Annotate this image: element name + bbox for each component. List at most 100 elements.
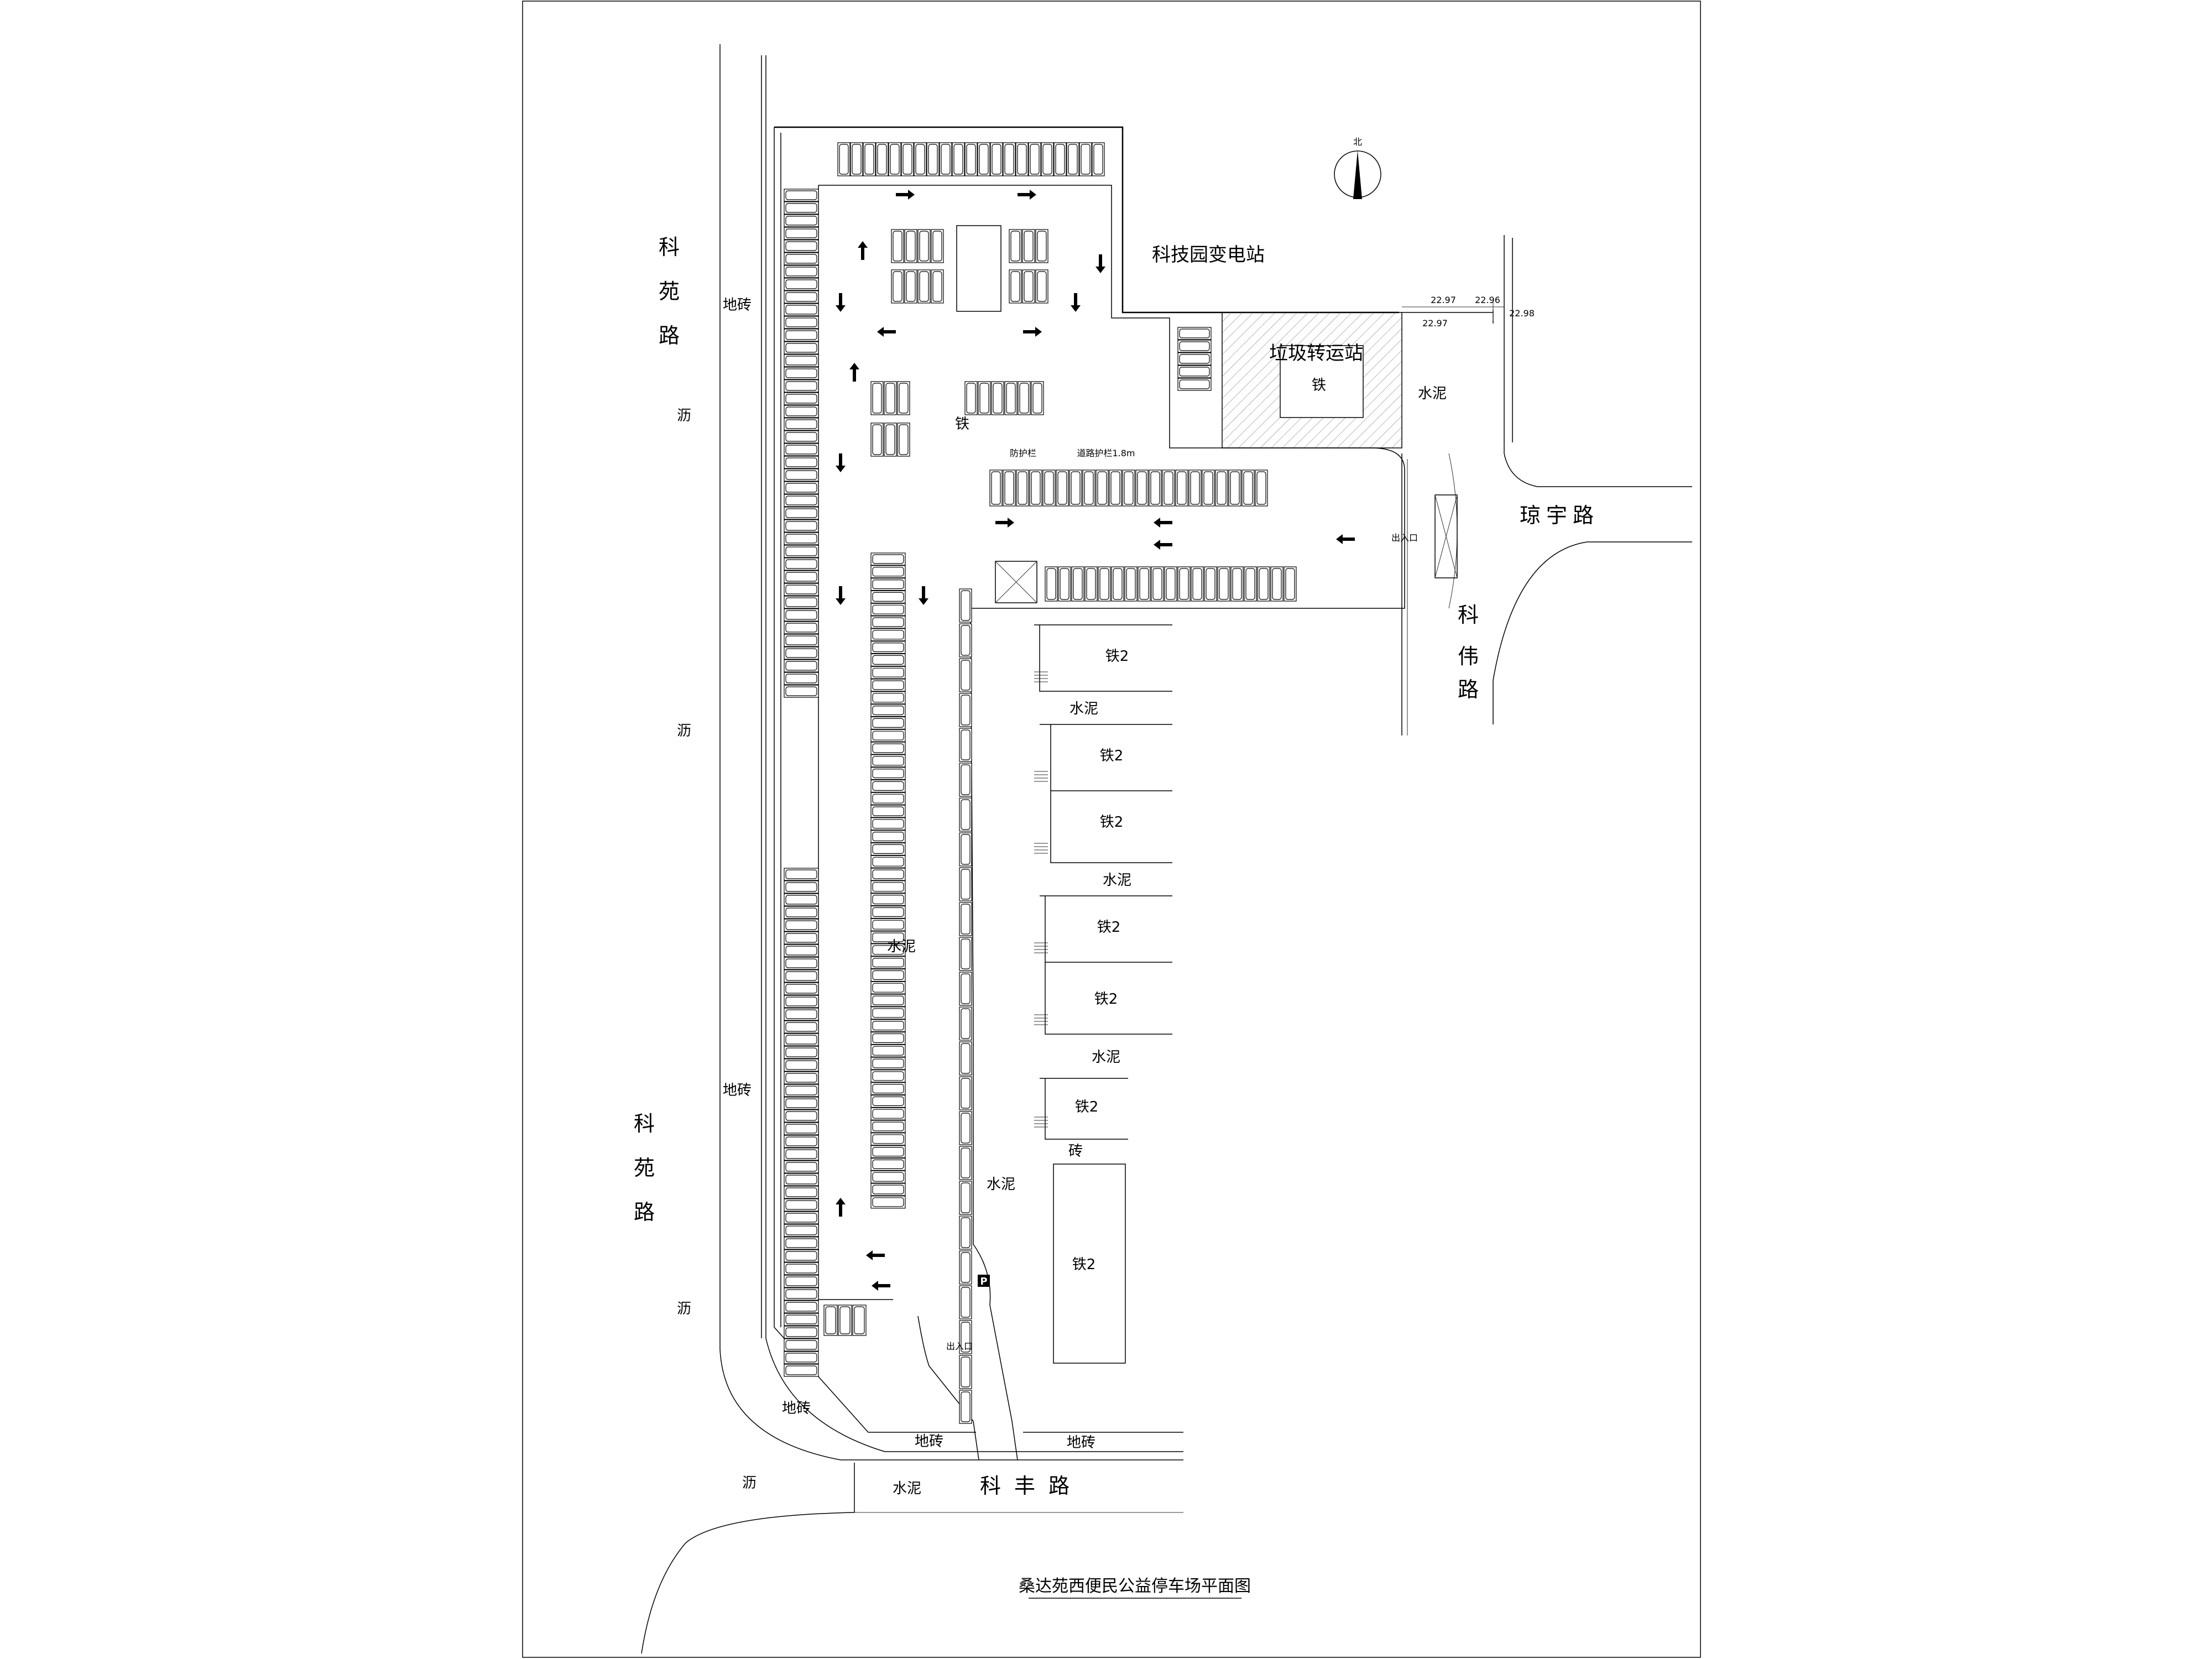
parking-stall <box>1149 469 1162 507</box>
parking-stall <box>1009 269 1022 304</box>
road-label-kefeng: 科丰路 <box>980 1474 1083 1498</box>
car-outline <box>785 508 817 518</box>
car-outline <box>1024 231 1034 262</box>
direction-arrow <box>995 518 1014 528</box>
parking-stall <box>784 519 819 533</box>
parking-stall <box>870 956 906 969</box>
car-outline <box>785 958 817 968</box>
car-outline <box>877 144 887 175</box>
car-outline <box>893 231 902 262</box>
material-brick-bottom-left: 地砖 <box>782 1400 811 1417</box>
car-outline <box>1024 271 1034 302</box>
car-outline <box>932 231 942 262</box>
car-outline <box>1179 341 1210 351</box>
car-outline <box>1004 144 1014 175</box>
material-cement-b3: 水泥 <box>1092 1049 1120 1066</box>
parking-stall <box>1177 378 1212 391</box>
car-outline <box>785 882 817 892</box>
direction-arrow <box>1095 254 1105 273</box>
material-iron-small: 铁 <box>955 416 969 432</box>
material-cement-lane: 水泥 <box>987 1176 1015 1193</box>
parking-stall <box>897 381 910 415</box>
parking-stall <box>870 742 906 755</box>
parking-stall <box>959 1006 972 1041</box>
parking-stall <box>959 1146 972 1180</box>
parking-stall <box>875 142 889 176</box>
parking-stall <box>784 957 819 970</box>
car-outline <box>872 819 904 829</box>
parking-stall <box>959 902 972 936</box>
car-outline <box>961 590 971 621</box>
parking-stall <box>784 303 819 316</box>
direction-arrow <box>872 1281 890 1291</box>
parking-stall <box>784 906 819 919</box>
car-outline <box>1044 471 1054 505</box>
parking-stall <box>870 691 906 705</box>
parking-stall <box>1042 469 1056 507</box>
parking-stall <box>1204 566 1217 602</box>
car-outline <box>1230 471 1240 505</box>
car-outline <box>885 383 895 414</box>
car-outline <box>893 271 902 302</box>
car-outline <box>919 231 929 262</box>
car-outline <box>785 495 817 505</box>
parking-stall <box>1028 142 1041 176</box>
car-outline <box>785 368 817 378</box>
car-outline <box>872 1121 904 1131</box>
parking-stall <box>784 1173 819 1186</box>
car-outline <box>785 1289 817 1299</box>
garbage-station-inner <box>1280 345 1364 418</box>
car-outline <box>785 971 817 981</box>
parking-stall <box>784 214 819 227</box>
car-outline <box>785 1047 817 1057</box>
parking-stall <box>870 703 906 717</box>
parking-stall <box>784 1046 819 1059</box>
parking-stall <box>1084 566 1098 602</box>
car-outline <box>902 144 912 175</box>
car-outline <box>872 920 904 930</box>
car-outline <box>932 271 942 302</box>
material-asphalt-2: 沥 <box>677 723 691 739</box>
car-outline <box>872 1020 904 1031</box>
parking-stall <box>1122 469 1135 507</box>
car-outline <box>961 1078 971 1109</box>
parking-stall <box>1230 566 1244 602</box>
car-outline <box>966 144 976 175</box>
parking-stall <box>870 842 906 856</box>
parking-stall <box>784 1160 819 1173</box>
car-outline <box>1179 328 1210 338</box>
car-outline <box>906 271 916 302</box>
car-outline <box>872 554 904 564</box>
car-outline <box>785 997 817 1006</box>
car-outline <box>785 470 817 480</box>
car-outline <box>785 1365 817 1375</box>
parking-stall <box>784 227 819 240</box>
parking-stall <box>870 893 906 906</box>
parking-stall <box>784 189 819 202</box>
parking-stall <box>959 797 972 832</box>
car-outline <box>961 1043 971 1074</box>
parking-stall <box>870 968 906 982</box>
car-outline <box>961 973 971 1004</box>
material-cement-b1: 水泥 <box>1070 701 1098 717</box>
parking-stall <box>784 1275 819 1288</box>
parking-stall <box>1151 566 1164 602</box>
parking-stall <box>1191 566 1204 602</box>
parking-stall <box>784 1186 819 1199</box>
parking-stall <box>959 1111 972 1145</box>
parking-stall <box>959 972 972 1006</box>
parking-stall <box>784 456 819 469</box>
car-outline <box>1179 367 1210 377</box>
parking-stall <box>784 443 819 456</box>
car-outline <box>872 705 904 716</box>
car-outline <box>872 882 904 892</box>
parking-stall <box>904 229 917 263</box>
car-outline <box>979 383 989 414</box>
parking-sign: P <box>980 1276 987 1287</box>
parking-stall <box>870 830 906 843</box>
parking-stall <box>784 418 819 431</box>
car-outline <box>785 343 817 353</box>
car-outline <box>785 1149 817 1159</box>
parking-stall <box>784 1147 819 1161</box>
parking-stall <box>1124 566 1138 602</box>
